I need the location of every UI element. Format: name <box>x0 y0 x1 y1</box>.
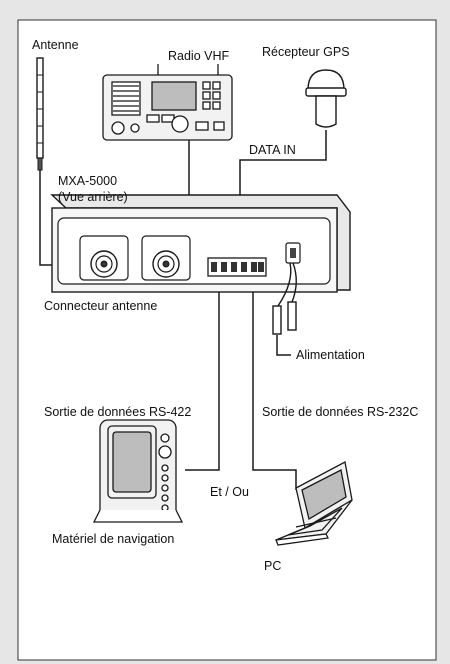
pc-label: PC <box>264 559 281 573</box>
nav-equipment-label: Matériel de navigation <box>52 532 174 546</box>
vhf-radio-icon <box>102 64 233 141</box>
navigation-device-icon <box>92 419 184 523</box>
laptop-icon <box>275 461 353 546</box>
antenna-icon <box>36 57 44 171</box>
gps-receiver-icon <box>305 69 347 128</box>
rear-view-label: (Vue arrière) <box>58 190 128 204</box>
antenna-connector-label: Connecteur antenne <box>44 299 157 313</box>
data-in-label: DATA IN <box>249 143 296 157</box>
power-label: Alimentation <box>296 348 365 362</box>
and-or-label: Et / Ou <box>210 485 249 499</box>
gps-receiver-label: Récepteur GPS <box>262 45 350 59</box>
mxa-model-label: MXA-5000 <box>58 174 117 188</box>
antenna-label: Antenne <box>32 38 79 52</box>
vhf-radio-label: Radio VHF <box>168 49 229 63</box>
mxa-5000-rear-panel <box>50 194 351 293</box>
rs232c-output-label: Sortie de données RS-232C <box>262 405 418 419</box>
rs422-output-label: Sortie de données RS-422 <box>44 405 191 419</box>
power-cable-icon <box>272 262 297 335</box>
